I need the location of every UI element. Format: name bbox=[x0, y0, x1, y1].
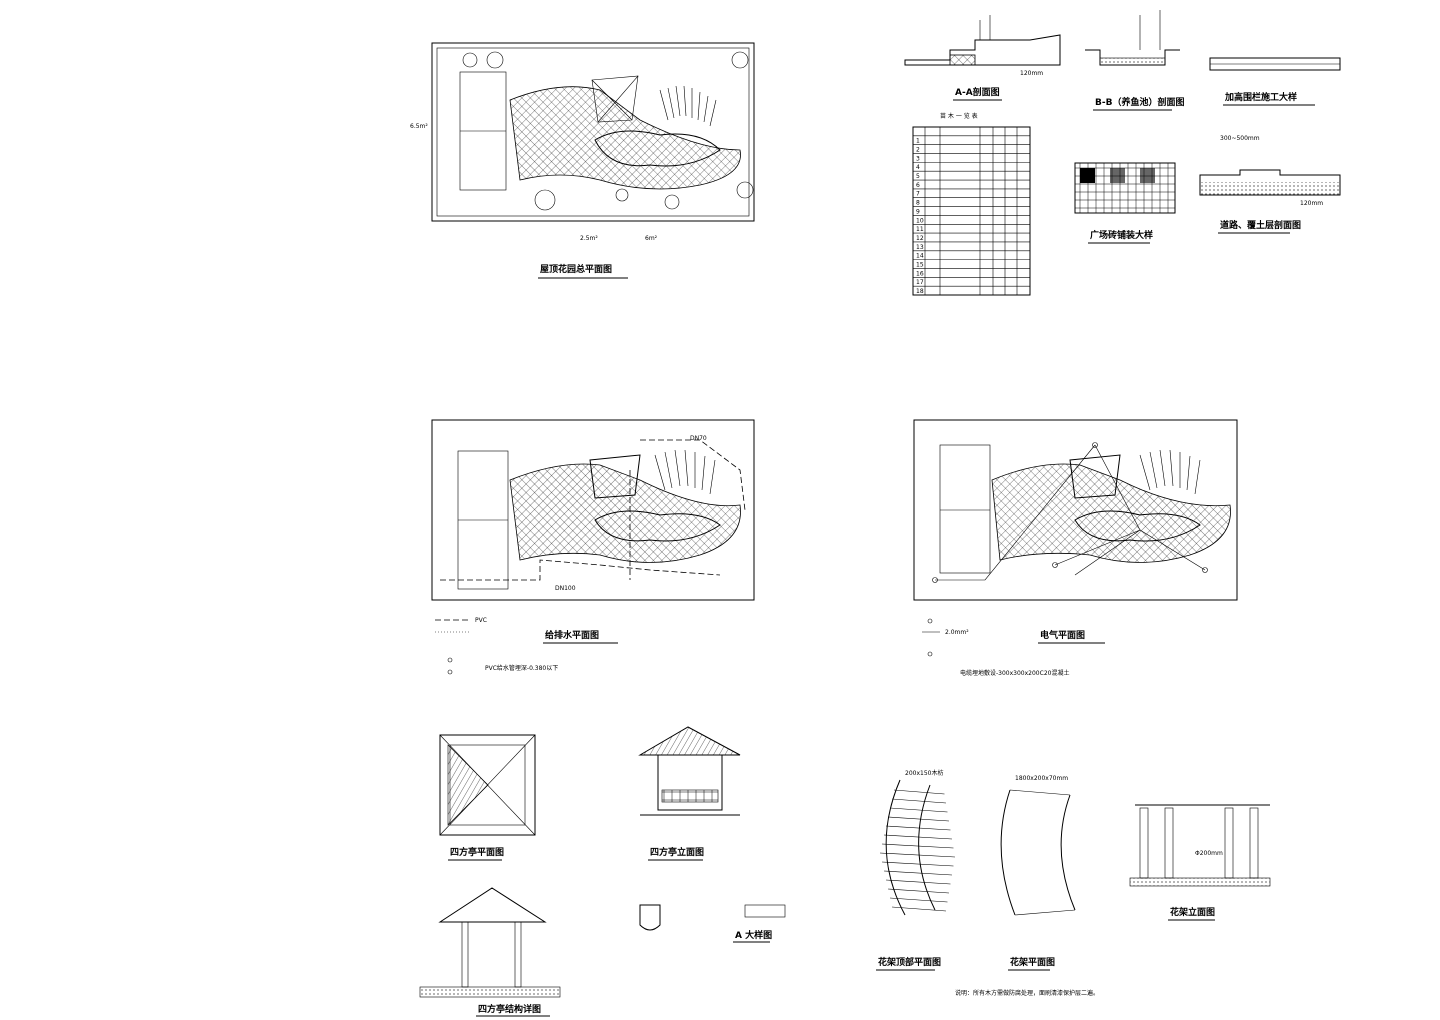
table-row-number: 16 bbox=[916, 270, 924, 277]
note-text: PVC给水管埋深-0.380以下 bbox=[485, 664, 558, 672]
trellis-slat bbox=[887, 816, 950, 822]
trellis-slat bbox=[883, 870, 953, 876]
table-row-number: 18 bbox=[916, 288, 924, 295]
roof-garden-plan: 6.5m² 2.5m² 6m² 屋顶花园总平面图 bbox=[410, 42, 755, 279]
table-row-number: 14 bbox=[916, 253, 924, 260]
section-aa: 120mm A-A剖面图 bbox=[904, 15, 1061, 101]
pavilion-elevation: 四方亭立面图 bbox=[638, 726, 741, 861]
table-row-number: 15 bbox=[916, 261, 924, 268]
table-row-number: 8 bbox=[916, 200, 920, 207]
drawing-title: 四方亭平面图 bbox=[450, 846, 504, 858]
drawing-title: 四方亭结构详图 bbox=[478, 1003, 541, 1015]
trellis-plan: 1800x200x70mm 花架平面图 bbox=[1000, 775, 1076, 971]
drawing-title: 加高围栏施工大样 bbox=[1224, 91, 1297, 103]
drawing-title: 花架立面图 bbox=[1170, 906, 1215, 918]
dimension-label: 1800x200x70mm bbox=[1015, 775, 1068, 782]
electrical-plan: 电气平面图 2.0mm² 电缆埋地敷设-300x300x200C20混凝土 bbox=[913, 419, 1238, 677]
table-title: 苗 木 一 览 表 bbox=[940, 112, 978, 120]
drawing-title: 广场砖铺装大样 bbox=[1090, 229, 1153, 241]
drawing-title: A-A剖面图 bbox=[955, 86, 1000, 98]
legend-label: PVC bbox=[475, 617, 487, 624]
drainage-legend: PVC bbox=[435, 617, 487, 675]
trellis-slat bbox=[885, 879, 951, 885]
dimension-label: 120mm bbox=[1300, 200, 1323, 207]
drawing-title: 花架平面图 bbox=[1010, 956, 1055, 968]
dimension-label: 300~500mm bbox=[1220, 135, 1260, 142]
trellis-slat bbox=[883, 834, 953, 840]
drawing-title: 屋顶花园总平面图 bbox=[540, 263, 612, 275]
drawing-title: 四方亭立面图 bbox=[650, 846, 704, 858]
trellis-slat bbox=[891, 798, 947, 804]
trellis-slat bbox=[891, 906, 947, 912]
path-section: 300~500mm 120mm 道路、覆土层剖面图 bbox=[1199, 135, 1341, 234]
table-row-number: 4 bbox=[916, 164, 920, 171]
legend-label: 2.0mm² bbox=[945, 629, 969, 636]
table-row-number: 17 bbox=[916, 279, 924, 286]
pavilion-plan: 四方亭平面图 bbox=[439, 734, 536, 861]
drawing-title: 电气平面图 bbox=[1040, 629, 1085, 641]
table-row-number: 6 bbox=[916, 182, 920, 189]
table-row-number: 12 bbox=[916, 235, 924, 242]
table-row-number: 10 bbox=[916, 217, 924, 224]
drawing-title: B-B（养鱼池）剖面图 bbox=[1095, 96, 1184, 108]
table-row-number: 2 bbox=[916, 147, 920, 154]
trellis-slat bbox=[893, 789, 945, 795]
trellis-top-plan: 200x150木枋 花架顶部平面图 bbox=[876, 769, 956, 971]
area-label: 2.5m² bbox=[580, 235, 598, 242]
table-row-number: 7 bbox=[916, 191, 920, 198]
table-row-number: 1 bbox=[916, 138, 920, 145]
trellis-slat bbox=[879, 852, 956, 858]
table-row-number: 5 bbox=[916, 173, 920, 180]
electrical-legend: 2.0mm² bbox=[922, 618, 969, 657]
dimension-label: Φ200mm bbox=[1195, 850, 1223, 857]
table-row-number: 13 bbox=[916, 244, 924, 251]
table-row-number: 3 bbox=[916, 155, 920, 162]
note-text: 说明：所有木方需做防腐处理，面刷清漆保护层二遍。 bbox=[955, 989, 1099, 997]
railing-detail: 加高围栏施工大样 bbox=[1209, 57, 1341, 106]
trellis-slats bbox=[879, 789, 956, 912]
trellis-slat bbox=[887, 888, 950, 894]
trellis-slat bbox=[889, 897, 948, 903]
area-label: 6.5m² bbox=[410, 123, 428, 130]
trellis-slat bbox=[889, 807, 948, 813]
section-bb: B-B（养鱼池）剖面图 bbox=[1085, 10, 1184, 111]
pipe-label: DN100 bbox=[555, 585, 576, 592]
drawing-title: 花架顶部平面图 bbox=[878, 956, 941, 968]
area-label: 6m² bbox=[645, 235, 658, 242]
dimension-label: 120mm bbox=[1020, 70, 1043, 77]
trellis-slat bbox=[881, 843, 954, 849]
detail-a: A 大样图 bbox=[639, 904, 786, 943]
drawing-title: 道路、覆土层剖面图 bbox=[1220, 219, 1301, 231]
table-row-number: 9 bbox=[916, 208, 920, 215]
trellis-slat bbox=[881, 861, 954, 867]
pipe-label: DN70 bbox=[690, 435, 707, 442]
dimension-label: 200x150木枋 bbox=[905, 769, 943, 777]
note-text: 电缆埋地敷设-300x300x200C20混凝土 bbox=[960, 669, 1069, 677]
trellis-arc-marks bbox=[659, 85, 717, 127]
drawing-title: A 大样图 bbox=[735, 929, 772, 941]
drawing-title: 给排水平面图 bbox=[545, 629, 599, 641]
plaza-paving-detail: 广场砖铺装大样 bbox=[1074, 162, 1176, 244]
table-row-number: 11 bbox=[916, 226, 924, 233]
pavilion-structure: 四方亭结构详图 bbox=[419, 887, 561, 1017]
trellis-elevation: Φ200mm 花架立面图 bbox=[1129, 804, 1271, 921]
drainage-plan: DN70 DN100 给排水平面图 PVC PVC给水管埋深-0.380以下 bbox=[431, 419, 755, 675]
trellis-slat bbox=[885, 825, 951, 831]
